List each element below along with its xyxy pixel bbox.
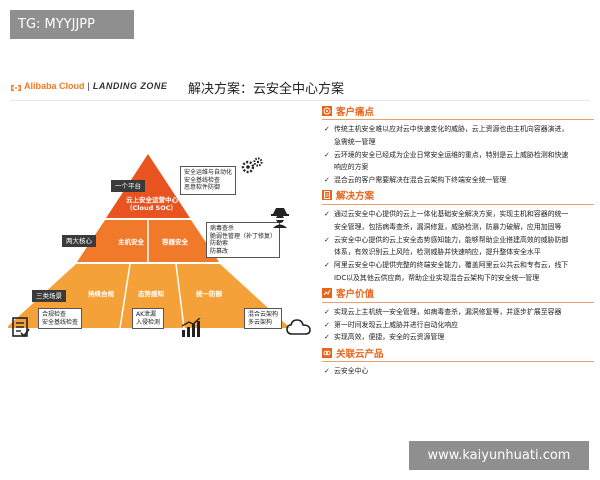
virus-box-line: 脆弱性管理（补丁修复） (210, 232, 277, 240)
page-title: 解决方案：云安全中心方案 (188, 82, 345, 97)
security-pyramid: 一个平台 云上安全运营中心 （Cloud SOC） 两大核心 主机安全 容器安全… (8, 150, 322, 350)
tier3-tag: 三类场景 (32, 290, 66, 302)
tier2-right-label: 容器安全 (162, 238, 188, 246)
tg-badge: TG: MYYJJPP (10, 10, 134, 39)
bar-chart-icon (181, 318, 201, 337)
tier1-label: 云上安全运营中心 （Cloud SOC） (126, 196, 178, 212)
logo-text: Alibaba Cloud|LANDING ZONE (24, 81, 168, 91)
section-divider (322, 119, 594, 120)
value-icon (322, 288, 332, 299)
section-title: 解决方案 (336, 191, 375, 203)
virus-box-line: 防勒索 (210, 240, 229, 247)
item-line: 体系，有效识别云上风险，检测威胁并快速响应，提升整体安全水平 (334, 248, 541, 257)
tier1-label-line2: （Cloud SOC） (126, 204, 177, 212)
tier3-c-label: 统一防御 (196, 290, 222, 298)
list-item: ✓ 实现高效，便捷，安全的云资源管理 (322, 331, 594, 344)
section-divider (322, 361, 594, 363)
logo-brand: Alibaba Cloud (24, 81, 85, 91)
check-icon: ✓ (324, 320, 330, 329)
ops-box-line: 安全运维与自动化 (184, 169, 233, 176)
virus-box-line: 防篡改 (210, 247, 229, 255)
check-icon: ✓ (324, 333, 330, 342)
item-line: IDC以及其他云供应商，帮助企业实现混合云架构下的安全统一管理 (334, 273, 540, 282)
section-value-header: 客户价值 (322, 287, 594, 300)
header-divider (10, 100, 590, 101)
tier2-tag: 两大核心 (62, 235, 96, 247)
list-item: ✓ 阿里云安全中心提供完整的终端安全能力，覆盖阿里云公共云和专有云，线下 IDC以及… (322, 259, 594, 285)
ak-box-line: 入侵检测 (136, 318, 161, 326)
item-line: 传统主机安全难以应对云中快速变化的威胁，云上资源也由主机向容器演进， (334, 125, 569, 133)
item-line: 实现云上主机统一安全管理，如病毒查杀，漏洞修复等，并逐步扩展至容器 (334, 307, 562, 316)
pyramid-tier-1 (106, 154, 190, 218)
checklist-icon (12, 317, 30, 338)
section-pain-points-header: 客户痛点 (322, 104, 594, 118)
multicloud-box-line: 混合云架构 (248, 311, 279, 318)
compliance-box-line: 合规检查 (42, 311, 67, 318)
section-title: 客户价值 (336, 289, 375, 301)
list-item: ✓ 传统主机安全难以应对云中快速变化的威胁，云上资源也由主机向容器演进， 急需统一管… (322, 123, 594, 149)
check-icon: ✓ (324, 176, 330, 185)
section-title: 关联云产品 (336, 348, 384, 360)
check-icon: ✓ (324, 261, 330, 270)
compliance-box-line: 安全基线检查 (42, 318, 79, 326)
check-icon: ✓ (324, 307, 330, 316)
compliance-box: 合规检查 安全基线检查 (38, 308, 83, 329)
info-panel: 客户痛点 ✓ 传统主机安全难以应对云中快速变化的威胁，云上资源也由主机向容器演进，… (322, 102, 594, 378)
check-icon: ✓ (324, 150, 330, 159)
tier3-b-label: 态势感知 (138, 290, 164, 298)
item-line: 急需统一管理 (334, 137, 376, 146)
item-line: 阿里云安全中心提供完整的终端安全能力，覆盖阿里云公共云和专有云，线下 (334, 261, 569, 270)
ak-box: AK泄漏 入侵检测 (132, 308, 165, 329)
watermark: www.kaiyunhuati.com (409, 441, 589, 470)
ops-box: 安全运维与自动化 安全基线检查 恶意软件防御 (180, 166, 237, 195)
section-solution-header: 解决方案 (322, 189, 594, 202)
cloud-icon (286, 319, 311, 335)
item-line: 安全管理，包括病毒查杀，漏洞修复，威胁检测，防暴力破解，应用加固等 (334, 222, 562, 231)
gears-icon (241, 157, 263, 174)
check-icon: ✓ (324, 235, 330, 244)
list-item: ✓ 第一时间发现云上威胁并进行自动化响应 (322, 319, 594, 332)
list-item: ✓ 实现云上主机统一安全管理，如病毒查杀，漏洞修复等，并逐步扩展至容器 (322, 306, 594, 319)
ops-box-line: 安全基线检查 (184, 176, 221, 184)
tier2-left-label: 主机安全 (118, 238, 144, 246)
alibaba-cloud-logo-icon (11, 85, 21, 91)
list-item: ✓ 混合云的客户需要解决在混合云架构下终端安全统一管理 (322, 174, 594, 187)
header: Alibaba Cloud|LANDING ZONE 解决方案：云安全中心方案 (10, 78, 590, 101)
ops-box-line: 恶意软件防御 (184, 184, 221, 191)
list-item: ✓ 云安全中心 (322, 365, 594, 378)
check-icon: ✓ (324, 209, 330, 218)
document-icon (322, 190, 332, 201)
logo-product: LANDING ZONE (92, 81, 168, 91)
item-line: 实现高效，便捷，安全的云资源管理 (334, 333, 445, 342)
section-divider (322, 301, 594, 303)
multicloud-box-line: 多云架构 (248, 318, 273, 326)
section-title: 客户痛点 (336, 106, 375, 118)
tier1-label-line1: 云上安全运营中心 (126, 196, 178, 204)
tier1-tag: 一个平台 (111, 180, 145, 192)
item-line: 第一时间发现云上威胁并进行自动化响应 (334, 320, 459, 329)
check-icon: ✓ (324, 367, 330, 376)
item-line: 云安全中心 (334, 367, 369, 376)
list-item: ✓ 云安全中心提供的云上安全态势感知能力，能够帮助企业搭建高效的威胁防御体系，有效… (322, 234, 594, 260)
virus-box: 病毒查杀 脆弱性管理（补丁修复） 防勒索 防篡改 (206, 222, 281, 258)
ak-box-line: AK泄漏 (136, 311, 157, 318)
item-line: 云安全中心提供的云上安全态势感知能力，能够帮助企业搭建高效的威胁防御 (334, 235, 569, 244)
tier3-a-label: 持续合规 (88, 290, 114, 298)
item-line: 混合云的客户需要解决在混合云架构下终端安全统一管理 (334, 176, 507, 185)
section-divider (322, 203, 594, 205)
item-line: 云环境的安全已经成为企业日常安全运维的重点，特别是云上威胁检测和快速 (334, 150, 569, 159)
item-line: 通过云安全中心提供的云上一体化基础安全解决方案，实现主机和容器的统一 (334, 209, 569, 218)
item-line: 响应的方案 (334, 163, 369, 172)
hacker-icon (271, 208, 289, 228)
list-item: ✓ 云环境的安全已经成为企业日常安全运维的重点，特别是云上威胁检测和快速响应的方案 (322, 149, 594, 175)
check-icon: ✓ (324, 125, 330, 133)
multicloud-box: 混合云架构 多云架构 (244, 308, 283, 329)
virus-box-line: 病毒查杀 (210, 225, 235, 232)
section-products-header: 关联云产品 (322, 346, 594, 360)
list-item: ✓ 通过云安全中心提供的云上一体化基础安全解决方案，实现主机和容器的统一安全管理，… (322, 208, 594, 234)
target-icon (322, 105, 332, 116)
link-icon (322, 347, 332, 358)
